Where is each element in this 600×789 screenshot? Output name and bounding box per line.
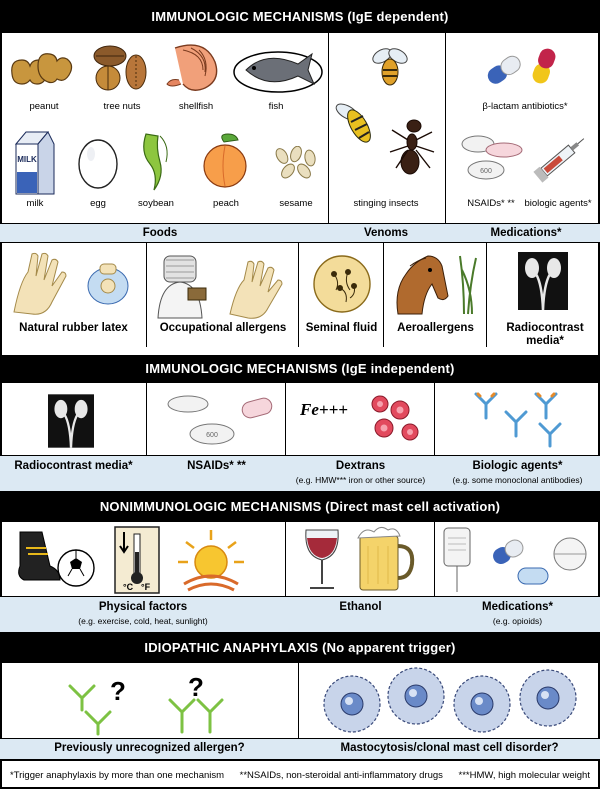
pill-imprint: 600 [480,168,492,175]
capsules-icon [487,48,556,84]
ige-indep-radiocontrast-panel [0,383,147,455]
food-label-fish: fish [268,101,284,112]
peanut-icon [11,53,73,85]
thermometer-fahrenheit: °F [141,582,151,592]
label-mastocytosis: Mastocytosis/clonal mast cell disorder? [340,742,559,754]
food-label-milk: milk [26,198,44,209]
tree-nuts-icon [93,45,147,91]
question-mark-2: ? [188,672,204,702]
seminal-panel [299,243,384,347]
category-medications: Medications* [490,227,562,239]
ige-indep-dextran-panel [286,383,435,455]
wine-glass-icon [305,529,339,589]
label-physical-factors: Physical factors [98,601,188,613]
food-label-peach: peach [213,198,239,209]
footnote-1: *Trigger anaphylaxis by more than one me… [10,769,225,781]
milk-carton-text: MILK [17,155,37,164]
physical-factors-panel [0,522,286,596]
idiopathic-band [0,738,600,760]
sublabel-physical-factors: (e.g. exercise, cold, heat, sunlight) [78,616,208,626]
bee-icon [372,48,408,86]
beer-mug-icon [357,526,415,591]
section-header-ige-independent: IMMUNOLOGIC MECHANISMS (IgE independent) [0,355,600,383]
occupational-icon [157,255,283,319]
label-medications-3: Medications* [482,601,553,613]
radiocontrast-icon-2 [48,394,94,448]
sublabel-biologic-agents: (e.g. some monoclonal antibodies) [452,475,583,485]
category-band [0,223,600,243]
sesame-icon [275,146,316,179]
label-natural-rubber-latex: Natural rubber latex [19,322,128,334]
section-header-nonimmunologic: NONIMMUNOLOGIC MECHANISMS (Direct mast c… [0,492,600,522]
ant-icon [389,119,435,175]
peach-icon [203,133,247,188]
food-label-peanut: peanut [29,101,59,112]
monoclonal-antibody-icon [474,392,562,448]
nonimmunologic-band [0,596,600,633]
syringe-icon [533,138,585,183]
label-biologic-agents-2: Biologic agents* [472,460,563,472]
label-seminal-fluid: Seminal fluid [305,322,378,334]
ethanol-panel [286,522,435,596]
antibody-question-icon: ? ? [68,672,224,736]
label-dextrans: Dextrans [335,460,386,472]
category-venoms: Venoms [363,227,409,239]
aeroallergen-panel [384,243,487,347]
thermometer-icon: °C °F [114,526,160,594]
wasp-icon [335,103,371,143]
sun-icon [178,530,244,592]
iron-formula: Fe+++ [300,400,348,419]
footnote-2: **NSAIDs, non-steroidal anti-inflammator… [239,769,443,781]
ige-independent-band [0,455,600,492]
nsaid-pills-icon-2: 600 [167,395,273,445]
label-unrecognized-allergen: Previously unrecognized allergen? [54,742,245,754]
section-header-idiopathic: IDIOPATHIC ANAPHYLAXIS (No apparent trig… [0,633,600,663]
pill-imprint-2: 600 [206,432,218,439]
med-label-nsaids: NSAIDs* ** [467,198,515,209]
iv-bag-pills-icon [443,527,587,592]
med-label-biologic-agents: biologic agents* [524,198,592,209]
question-mark-1: ? [110,676,126,706]
label-occupational-allergens: Occupational allergens [159,322,287,334]
venom-label-stinging-insects: stinging insects [353,198,419,209]
unrecognized-allergen-panel [0,663,299,738]
latex-panel [0,243,147,347]
ige-indep-nsaid-panel [147,383,286,455]
food-label-sesame: sesame [279,198,313,209]
med-label-beta-lactam: β-lactam antibiotics* [482,101,568,112]
soccer-ball-icon [18,531,95,587]
label-nsaids-2: NSAIDs* ** [187,460,246,472]
horse-grass-icon [396,255,477,315]
milk-carton-icon: MILK [14,131,55,195]
egg-icon [78,139,118,189]
latex-glove-icon [13,252,129,315]
label-radiocontrast-media-2: Radiocontrast media* [14,460,133,472]
fish-icon [233,51,323,93]
sublabel-dextrans: (e.g. HMW*** iron or other source) [295,475,426,485]
label-aeroallergens: Aeroallergens [397,322,474,334]
mast-cells-icon [323,667,577,733]
food-label-egg: egg [90,198,106,209]
food-label-shellfish: shellfish [178,101,214,112]
category-foods: Foods [142,227,178,239]
food-label-soybean: soybean [138,198,174,209]
shellfish-icon [166,44,218,91]
foods-panel [0,33,329,223]
section-header-ige-dependent: IMMUNOLOGIC MECHANISMS (IgE dependent) [0,0,600,33]
sublabel-medications: (e.g. opioids) [492,616,543,626]
label-radiocontrast-media: Radiocontrast media* [506,322,584,347]
food-label-tree-nuts: tree nuts [103,101,141,112]
label-ethanol: Ethanol [339,601,382,613]
radiocontrast-icon [518,252,568,310]
footnotes: *Trigger anaphylaxis by more than one me… [0,760,600,789]
footnote-3: ***HMW, high molecular weight [458,769,590,781]
soybean-icon [143,133,168,191]
nsaid-pills-icon: 600 [461,135,523,180]
red-cells-icon [371,395,419,441]
occupational-panel [147,243,299,347]
thermometer-celsius: °C [123,582,134,592]
venoms-panel [329,33,446,223]
seminal-fluid-icon [313,255,371,313]
